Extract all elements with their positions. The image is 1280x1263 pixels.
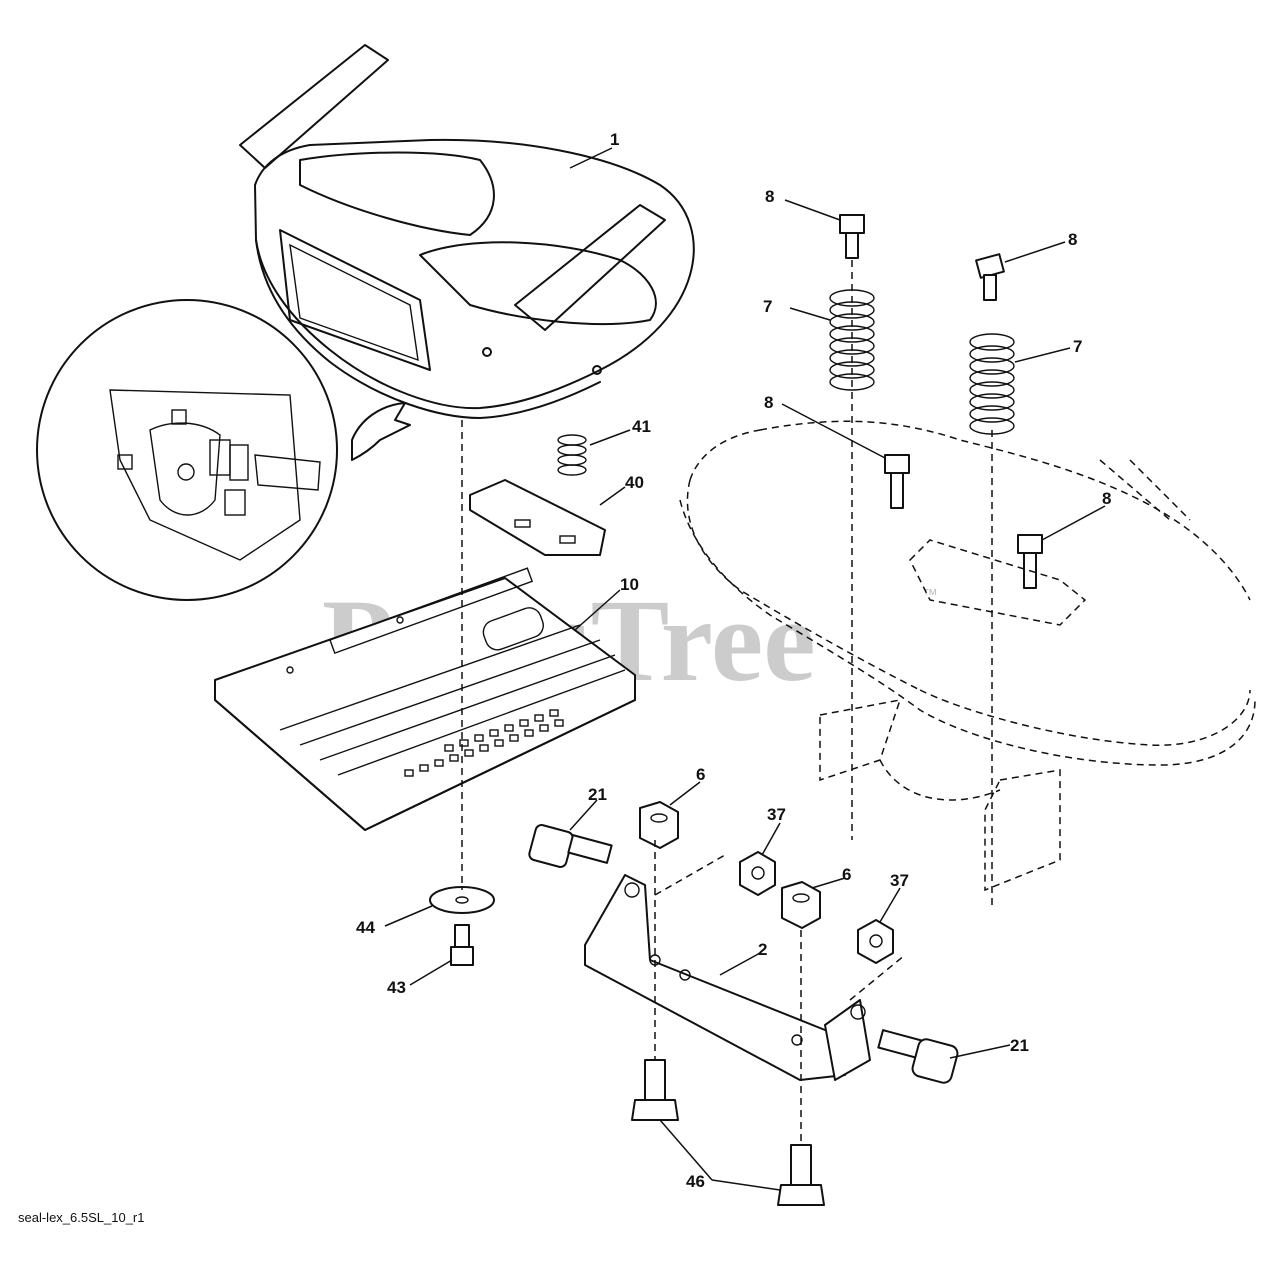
callout-spring-right: 7 — [1073, 337, 1082, 356]
callout-flange-bolts: 46 — [686, 1172, 705, 1191]
seat-pan[interactable] — [214, 567, 636, 831]
callout-shoulder-bolt-left: 21 — [588, 785, 607, 804]
callout-nut-left: 6 — [696, 765, 705, 784]
flange-bolt-left[interactable] — [631, 1059, 679, 1121]
washer[interactable] — [429, 886, 495, 914]
callout-spring-small: 41 — [632, 417, 651, 436]
callout-washer: 44 — [356, 918, 375, 937]
spring-right[interactable] — [969, 333, 1015, 435]
callout-pan: 10 — [620, 575, 639, 594]
flange-bolt-right[interactable] — [777, 1144, 825, 1206]
leader-lines — [384, 147, 1106, 1191]
callout-bolt-mid-left: 8 — [764, 393, 773, 412]
callout-bracket: 2 — [758, 940, 767, 959]
callout-bolt-top-left: 8 — [765, 187, 774, 206]
nut-right[interactable] — [781, 881, 821, 929]
callout-seat: 1 — [610, 130, 619, 149]
diagram-caption: seal-lex_6.5SL_10_r1 — [18, 1210, 145, 1225]
callout-spring-left: 7 — [763, 297, 772, 316]
bolt-top-left[interactable] — [839, 214, 865, 259]
seat[interactable] — [239, 44, 695, 419]
adjustment-slots — [404, 709, 564, 777]
callout-bolt-top-right: 8 — [1068, 230, 1077, 249]
nut-left[interactable] — [639, 801, 679, 849]
small-spring[interactable] — [557, 434, 587, 476]
callout-shoulder-bolt-right: 21 — [1010, 1036, 1029, 1055]
inset-detail-circle — [36, 299, 411, 601]
seat-latch[interactable] — [469, 479, 606, 556]
seat-bracket[interactable] — [584, 874, 871, 1081]
alignment-lines — [461, 260, 993, 1145]
locknut-right[interactable] — [857, 919, 894, 964]
bolt-mid-right[interactable] — [1017, 534, 1043, 589]
callout-nut-right: 6 — [842, 865, 851, 884]
callout-latch: 40 — [625, 473, 644, 492]
callout-bolt-mid-right: 8 — [1102, 489, 1111, 508]
callout-screw: 43 — [387, 978, 406, 997]
mower-frame-phantom — [679, 420, 1256, 892]
locknut-left[interactable] — [739, 851, 776, 896]
callout-locknut-right: 37 — [890, 871, 909, 890]
shoulder-bolt-right[interactable] — [877, 1029, 959, 1084]
callout-locknut-left: 37 — [767, 805, 786, 824]
callout-labels: 1 2 6 6 7 7 8 8 8 8 10 21 21 37 37 40 41… — [356, 130, 1111, 1191]
bolt-top-right[interactable] — [975, 253, 1005, 301]
screw[interactable] — [450, 924, 474, 966]
bolt-mid-left[interactable] — [884, 454, 910, 509]
shoulder-bolt-left[interactable] — [528, 824, 613, 869]
